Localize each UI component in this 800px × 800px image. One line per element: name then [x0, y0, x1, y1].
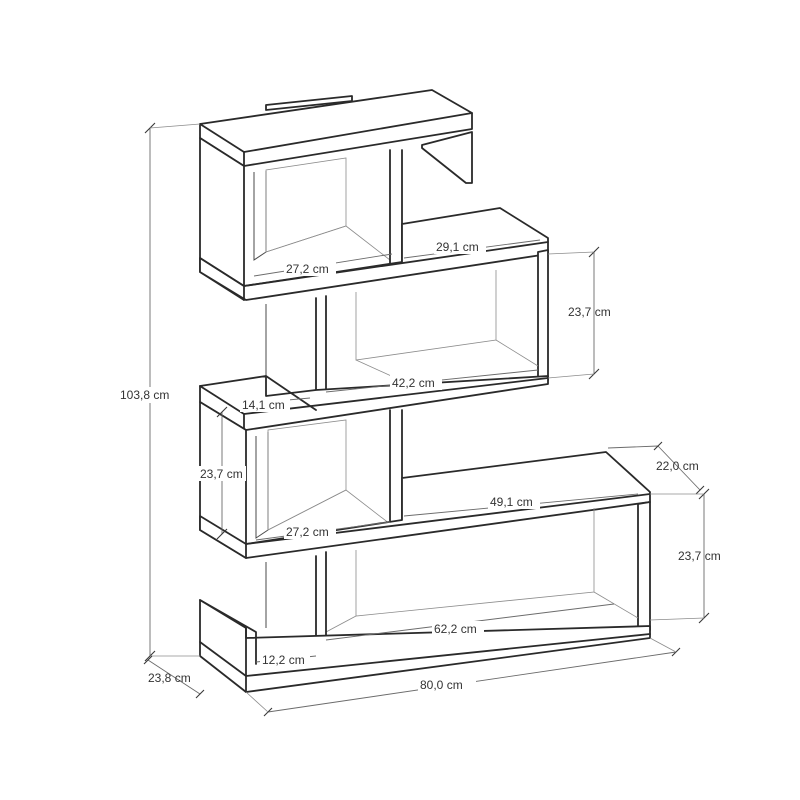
upper-left-small-width-label: 14,1 cm: [242, 398, 285, 412]
bottom-left-small-width-label: 12,2 cm: [262, 653, 305, 667]
upper-right-height-label: 23,7 cm: [568, 305, 611, 319]
top-shelf-flap: [421, 131, 473, 184]
lower-right-depth-label: 22,0 cm: [656, 459, 699, 473]
bookshelf-unit: [199, 89, 651, 693]
dimension-labels: 103,8 cm 23,8 cm 80,0 cm 27,2 cm 29,1 cm…: [118, 239, 721, 693]
depth-base-label: 23,8 cm: [148, 671, 191, 685]
lower-right-height-label: 23,7 cm: [678, 549, 721, 563]
upper-right-width-label: 42,2 cm: [392, 376, 435, 390]
shelf-2: [199, 207, 549, 301]
top-right-shelf-width-label: 29,1 cm: [436, 240, 479, 254]
lower-right-shelf-width-label: 49,1 cm: [490, 495, 533, 509]
middle-left-height-label: 23,7 cm: [200, 467, 243, 481]
top-left-width-label: 27,2 cm: [286, 262, 329, 276]
total-width-label: 80,0 cm: [420, 678, 463, 692]
bottom-right-width-label: 62,2 cm: [434, 622, 477, 636]
total-height-label: 103,8 cm: [120, 388, 169, 402]
middle-left-width-label: 27,2 cm: [286, 525, 329, 539]
